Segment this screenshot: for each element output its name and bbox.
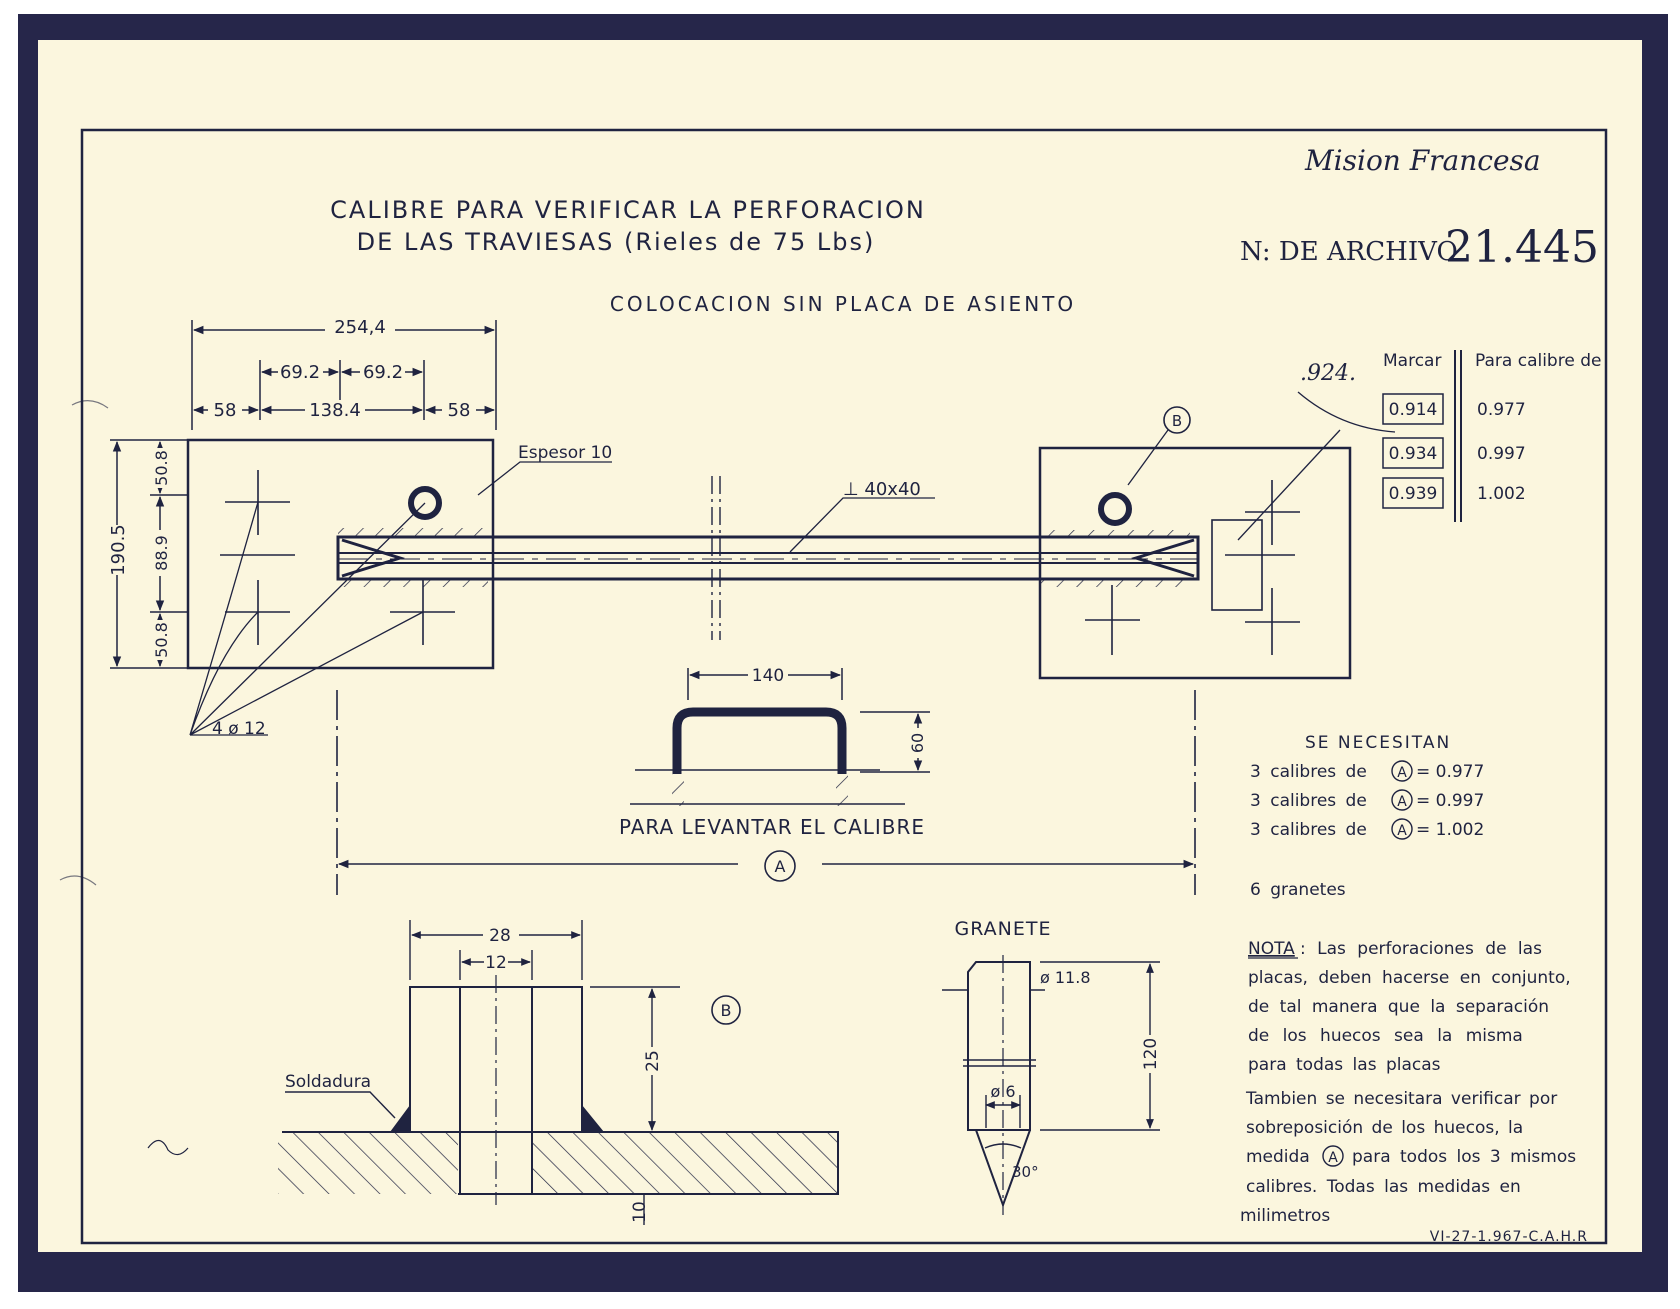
espesor-label: Espesor 10 <box>518 443 612 463</box>
table-marcar-1: 0.914 <box>1389 400 1438 420</box>
nota-line-10: milimetros <box>1240 1206 1330 1226</box>
necesitan-list: 3 calibres de A = 0.977 3 calibres de A … <box>1250 760 1484 840</box>
necesitan-item-2: 3 calibres de <box>1250 791 1367 811</box>
handle-caption: PARA LEVANTAR EL CALIBRE <box>619 815 925 839</box>
holes-label: 4 ø 12 <box>212 719 266 739</box>
dim-254: 254,4 <box>334 317 386 338</box>
dim-50-top: 50.8 <box>152 450 171 486</box>
nota-line-5: para todas las placas <box>1248 1055 1441 1075</box>
nota-line-3: de tal manera que la separación <box>1248 997 1549 1017</box>
lifting-handle <box>672 707 847 774</box>
nota-line-2: placas, deben hacerse en conjunto, <box>1248 968 1571 988</box>
table-calibre-3: 1.002 <box>1477 484 1526 504</box>
granete-angle: 30° <box>1012 1163 1039 1181</box>
angle-bar <box>336 535 1200 581</box>
nota-line-7: sobreposición de los huecos, la <box>1246 1118 1523 1138</box>
dim-60: 60 <box>908 733 927 753</box>
nota-line-1: : Las perforaciones de las <box>1300 939 1542 959</box>
nota-line-6: Tambien se necesitara verificar por <box>1245 1089 1557 1109</box>
dim-58-left: 58 <box>214 400 237 421</box>
title-line-2: DE LAS TRAVIESAS (Rieles de 75 Lbs) <box>357 228 876 256</box>
mision-handwriting: Mision Francesa <box>1304 144 1541 177</box>
necesitan-item-1: 3 calibres de <box>1250 762 1367 782</box>
table-calibre-2: 0.997 <box>1477 444 1526 464</box>
gauge-a-label: A <box>775 857 786 876</box>
nota-label: NOTA <box>1248 939 1295 959</box>
dim-28: 28 <box>489 926 511 946</box>
dim-138: 138.4 <box>309 400 361 421</box>
necesitan-item-3: 3 calibres de <box>1250 820 1367 840</box>
detail-b-title-circle <box>711 995 741 1025</box>
necesitan-item-1-value: = 0.977 <box>1416 762 1484 782</box>
granete-title: GRANETE <box>955 918 1052 940</box>
gauge-a-marker <box>764 850 796 882</box>
nota-line-4: de los huecos sea la misma <box>1248 1026 1523 1046</box>
dim-88: 88.9 <box>152 535 171 571</box>
table-header-marcar: Marcar <box>1383 351 1441 371</box>
handwritten-924: .924. <box>1300 361 1356 386</box>
dim-190: 190.5 <box>108 524 129 576</box>
granete-length: 120 <box>1141 1038 1161 1070</box>
archivo-number: 21.445 <box>1445 222 1599 273</box>
dim-58-right: 58 <box>448 400 471 421</box>
necesitan-item-1-circle: A <box>1397 765 1407 781</box>
archivo-label: N: DE ARCHIVO <box>1240 237 1458 267</box>
detail-b-title: B <box>721 1001 732 1020</box>
soldadura-label: Soldadura <box>285 1072 371 1092</box>
right-bolt <box>1098 492 1132 526</box>
footer-code: VI-27-1.967-C.A.H.R <box>1430 1229 1588 1245</box>
nota-line-9: calibres. Todas las medidas en <box>1246 1177 1521 1197</box>
nota-line-8b: para todos los 3 mismos <box>1352 1147 1576 1167</box>
nota-line-8a: medida <box>1246 1147 1310 1167</box>
necesitan-item-3-circle: A <box>1397 823 1407 839</box>
table-marcar-2: 0.934 <box>1389 444 1438 464</box>
granete-diameter-tip: ø 6 <box>990 1082 1015 1101</box>
necesitan-item-2-value: = 0.997 <box>1416 791 1484 811</box>
granete-diameter-top: ø 11.8 <box>1040 968 1091 987</box>
necesitan-item-3-value: = 1.002 <box>1416 820 1484 840</box>
dim-25: 25 <box>643 1050 663 1072</box>
dim-12: 12 <box>485 953 507 973</box>
detail-b-marker-label: B <box>1172 412 1182 430</box>
detail-b-base-left <box>278 1132 458 1194</box>
table-calibre-1: 0.977 <box>1477 400 1526 420</box>
title-line-1: CALIBRE PARA VERIFICAR LA PERFORACION <box>330 196 926 224</box>
necesitan-item-2-circle: A <box>1397 794 1407 810</box>
subtitle: COLOCACION SIN PLACA DE ASIENTO <box>610 292 1076 316</box>
dim-50-bottom: 50.8 <box>152 622 171 658</box>
dim-69-left: 69.2 <box>280 362 320 383</box>
table-header-calibre: Para calibre de <box>1475 351 1601 371</box>
nota-circle-a: A <box>1328 1150 1338 1166</box>
detail-b-marker <box>1163 406 1191 434</box>
necesitan-heading: SE NECESITAN <box>1305 733 1451 753</box>
drawing-frame <box>80 128 1608 1245</box>
table-marcar-3: 0.939 <box>1389 484 1438 504</box>
dim-10: 10 <box>630 1201 650 1223</box>
dim-140: 140 <box>752 666 784 686</box>
left-bolt <box>408 486 442 520</box>
angle-profile-label: ⊥ 40x40 <box>843 479 921 500</box>
dim-69-right: 69.2 <box>363 362 403 383</box>
granetes-count: 6 granetes <box>1250 880 1346 900</box>
paper <box>38 40 1642 1252</box>
